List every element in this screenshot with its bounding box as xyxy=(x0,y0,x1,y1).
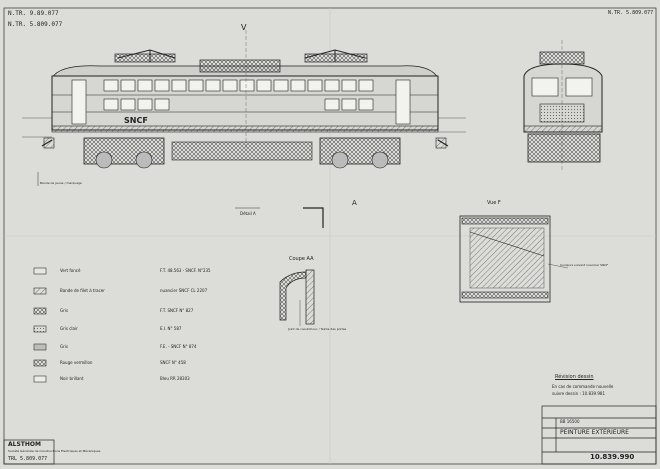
detail-a-label: Détail A xyxy=(240,211,256,216)
revision-drawing-ref: suivre dessin : 10.839.981 xyxy=(552,391,605,396)
left-callout: Bande de jaune / marquage xyxy=(40,181,82,185)
drawing-number: 10.839.990 xyxy=(590,453,635,461)
section-mark-a: A xyxy=(352,199,357,207)
locomotive-side-view xyxy=(22,30,466,169)
bottom-left-ref: TRL 5.809.077 xyxy=(8,456,48,462)
coupe-callout: Joint de caoutchouc / Teinte des portes xyxy=(288,327,347,331)
legend-label: Gris xyxy=(60,344,68,349)
legend-code: SNCF N° 458 xyxy=(160,360,186,365)
legend-label: Noir brillant xyxy=(60,376,84,381)
company-subtitle: Société Générale de Constructions Électr… xyxy=(8,449,101,453)
vue-f-callout: Couleurs suivant nuancier SNCF xyxy=(560,263,609,267)
detail-a-drawing xyxy=(235,207,324,228)
locomotive-end-view xyxy=(523,40,603,170)
legend-label: Gris clair xyxy=(60,326,78,331)
legend-label: Rouge vermillon xyxy=(60,360,93,365)
coupe-aa-label: Coupe AA xyxy=(289,256,314,262)
legend-swatches xyxy=(33,267,47,383)
legend-code: F.T. 48.563 - SNCF. N°235 xyxy=(160,268,211,273)
locomotive-logo: SNCF xyxy=(124,116,148,125)
legend-code: F.E. - SNCF N° 874 xyxy=(160,344,197,349)
company-name: ALSTHOM xyxy=(8,441,41,448)
vue-f-drawing xyxy=(459,215,569,303)
legend-code: E.I. N° 587 xyxy=(160,326,182,331)
title-block xyxy=(3,405,657,465)
coupe-aa-drawing xyxy=(279,269,315,326)
drawing-title: PEINTURE EXTÉRIEURE xyxy=(560,429,629,436)
top-left-ref-2: N.TR. 5.809.077 xyxy=(8,21,63,28)
section-mark-v: V xyxy=(241,23,247,32)
legend-code: nuancier SNCF CL 2207 xyxy=(160,288,208,293)
revision-title: Révision dessin xyxy=(555,374,594,380)
vue-f-label: Vue F xyxy=(487,200,501,206)
legend-code: Bleu RR 28303 xyxy=(160,376,190,381)
legend-code: F.T. SNCF N° 827 xyxy=(160,308,194,313)
revision-line: En cas de commande nouvelle xyxy=(552,384,614,389)
top-left-ref: N.TR. 9.89.077 xyxy=(8,10,59,17)
top-right-ref: N.TR. 5.809.077 xyxy=(608,10,654,16)
project-name: BB 16500 xyxy=(560,419,580,424)
legend-label: Bande de filet à tracer xyxy=(60,288,105,293)
legend-label: Gris xyxy=(60,308,68,313)
legend-label: Vert foncé xyxy=(60,268,81,273)
